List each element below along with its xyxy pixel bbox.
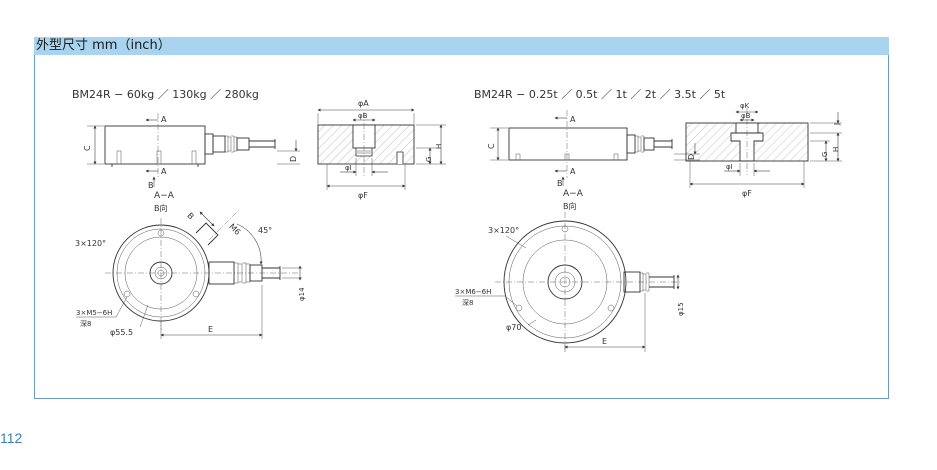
svg-text:φI: φI bbox=[726, 163, 733, 171]
svg-text:B: B bbox=[148, 181, 154, 190]
svg-text:φK: φK bbox=[740, 102, 750, 110]
svg-text:B: B bbox=[185, 211, 195, 221]
svg-text:G: G bbox=[821, 152, 829, 157]
svg-text:φ70: φ70 bbox=[506, 323, 521, 332]
right-drawing-title: BM24R − 0.25t ／ 0.5t ／ 1t ／ 2t ／ 3.5t ／ … bbox=[474, 88, 726, 101]
svg-text:φF: φF bbox=[742, 189, 752, 198]
svg-text:M6: M6 bbox=[227, 222, 242, 237]
svg-text:A: A bbox=[570, 115, 576, 124]
svg-text:D: D bbox=[289, 156, 298, 162]
svg-text:φB: φB bbox=[741, 112, 751, 120]
svg-text:φ55.5: φ55.5 bbox=[110, 328, 133, 337]
svg-text:φ14: φ14 bbox=[298, 287, 306, 301]
svg-text:J: J bbox=[833, 123, 841, 126]
section-header: 外型尺寸 mm（inch） bbox=[34, 37, 889, 55]
svg-text:C: C bbox=[83, 145, 92, 151]
svg-text:φ15: φ15 bbox=[677, 302, 685, 316]
svg-text:A: A bbox=[570, 167, 576, 176]
right-side-view: A A B C D A−A B向 bbox=[487, 110, 700, 211]
left-side-view: A A B C D A−A B向 bbox=[83, 113, 300, 213]
section-title: 外型尺寸 mm（inch） bbox=[36, 38, 171, 53]
svg-text:φF: φF bbox=[358, 191, 368, 200]
svg-text:B向: B向 bbox=[154, 203, 168, 213]
right-cross-section: φK φB φI φF J G H bbox=[685, 102, 842, 198]
page-number: 112 bbox=[0, 430, 23, 446]
dimension-panel bbox=[34, 37, 889, 399]
svg-text:3×120°: 3×120° bbox=[75, 239, 106, 248]
svg-text:E: E bbox=[602, 337, 607, 346]
svg-text:B向: B向 bbox=[563, 201, 577, 211]
right-drawing: BM24R − 0.25t ／ 0.5t ／ 1t ／ 2t ／ 3.5t ／ … bbox=[455, 88, 842, 352]
svg-text:A: A bbox=[161, 167, 167, 176]
svg-text:H: H bbox=[435, 144, 443, 149]
left-top-view: 3×120° 45° M6 B φ14 3×M5−6H 深8 φ55.5 E bbox=[75, 208, 306, 339]
svg-text:A−A: A−A bbox=[154, 191, 175, 201]
svg-text:深8: 深8 bbox=[80, 319, 91, 328]
svg-text:深8: 深8 bbox=[462, 298, 473, 307]
svg-text:C: C bbox=[487, 143, 496, 149]
right-top-view: 3×120° φ15 3×M6−6H 深8 φ70 E bbox=[455, 212, 685, 352]
svg-text:B: B bbox=[557, 179, 563, 188]
left-drawing: BM24R − 60kg ／ 130kg ／ 280kg A A B bbox=[72, 88, 446, 339]
svg-text:G: G bbox=[425, 157, 433, 162]
svg-text:A: A bbox=[161, 115, 167, 124]
svg-text:H: H bbox=[832, 147, 840, 152]
svg-text:3×120°: 3×120° bbox=[488, 226, 519, 235]
svg-text:φB: φB bbox=[358, 112, 368, 120]
svg-text:45°: 45° bbox=[258, 226, 272, 235]
left-cross-section: φA φB φI φF G H bbox=[317, 99, 446, 200]
left-drawing-title: BM24R − 60kg ／ 130kg ／ 280kg bbox=[72, 88, 259, 101]
svg-text:3×M5−6H: 3×M5−6H bbox=[76, 309, 112, 317]
svg-text:φI: φI bbox=[345, 164, 352, 172]
svg-text:A−A: A−A bbox=[563, 189, 584, 199]
svg-text:φA: φA bbox=[358, 99, 369, 108]
svg-text:E: E bbox=[208, 325, 213, 334]
svg-text:3×M6−6H: 3×M6−6H bbox=[455, 288, 491, 296]
